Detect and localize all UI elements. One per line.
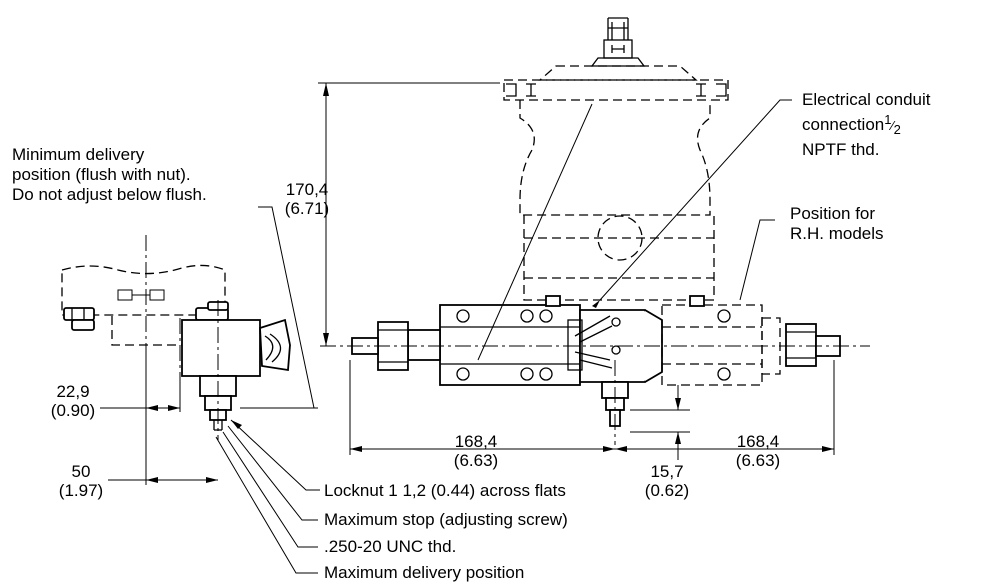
height-dimension-in: (6.71) xyxy=(284,199,330,218)
conduit-callout: Electrical conduit connection1⁄2 NPTF th… xyxy=(802,90,931,160)
right-length-mm: 168,4 xyxy=(736,432,780,451)
height-dimension: 170,4 (6.71) xyxy=(272,180,342,218)
min-delivery-callout: Minimum delivery position (flush with nu… xyxy=(12,145,207,205)
left-length-dimension: 168,4 (6.63) xyxy=(436,432,516,470)
conduit-fraction-num: 1 xyxy=(884,112,892,127)
conduit-fraction: 1⁄2 xyxy=(884,112,901,137)
side-view xyxy=(61,206,320,574)
min-delivery-line-3: Do not adjust below flush. xyxy=(12,185,207,204)
conduit-fraction-den: 2 xyxy=(893,122,901,137)
rh-models-line-1: Position for xyxy=(790,204,876,223)
conduit-line-3: NPTF thd. xyxy=(802,140,880,159)
min-delivery-line-2: position (flush with nut). xyxy=(12,165,191,184)
rh-models-line-2: R.H. models xyxy=(790,224,884,243)
offset-small-dimension: 22,9 (0.90) xyxy=(38,382,108,420)
right-length-in: (6.63) xyxy=(735,451,781,470)
conduit-line-1: Electrical conduit xyxy=(802,90,931,109)
stop-offset-dimension: 15,7 (0.62) xyxy=(632,462,702,500)
max-stop-callout: Maximum stop (adjusting screw) xyxy=(324,510,568,529)
stop-offset-in: (0.62) xyxy=(644,481,690,500)
stop-offset-mm: 15,7 xyxy=(650,462,684,481)
rh-models-callout: Position for R.H. models xyxy=(790,204,884,244)
offset-small-mm: 22,9 xyxy=(56,382,90,401)
front-view xyxy=(318,17,870,460)
offset-small-in: (0.90) xyxy=(50,401,96,420)
max-delivery-callout: Maximum delivery position xyxy=(324,563,525,582)
left-length-in: (6.63) xyxy=(453,451,499,470)
locknut-callout: Locknut 1 1,2 (0.44) across flats xyxy=(324,481,566,500)
thread-callout: .250-20 UNC thd. xyxy=(324,537,457,556)
height-dimension-mm: 170,4 xyxy=(285,180,329,199)
right-length-dimension: 168,4 (6.63) xyxy=(718,432,798,470)
offset-large-dimension: 50 (1.97) xyxy=(46,462,116,500)
left-length-mm: 168,4 xyxy=(454,432,498,451)
conduit-line-2: connection1⁄2 xyxy=(802,110,931,140)
offset-large-mm: 50 xyxy=(71,462,91,481)
min-delivery-line-1: Minimum delivery xyxy=(12,145,145,164)
conduit-line-2-text: connection xyxy=(802,115,885,134)
offset-large-in: (1.97) xyxy=(58,481,104,500)
